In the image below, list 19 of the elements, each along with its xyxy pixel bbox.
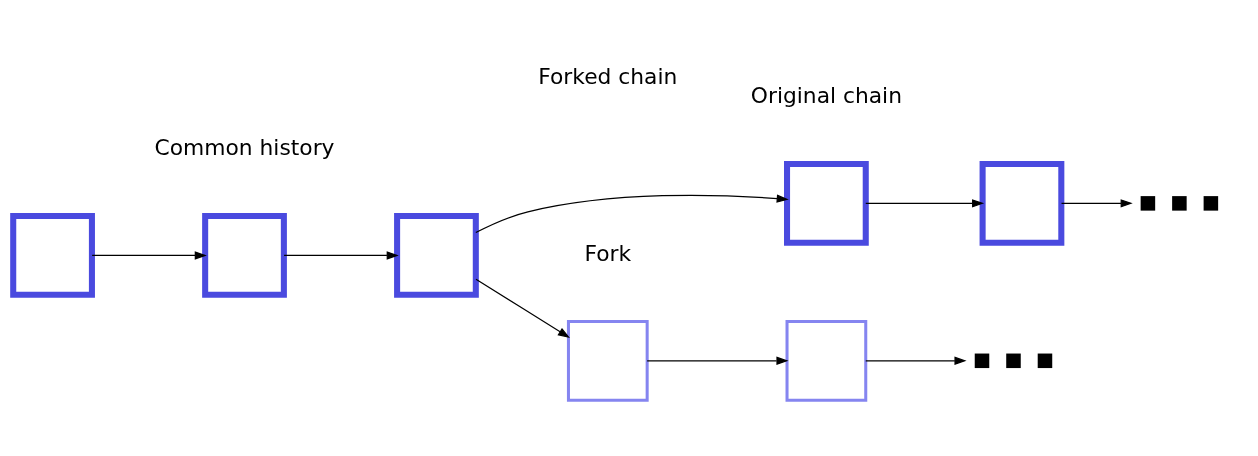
arrow	[1060, 198, 1133, 208]
node-box	[10, 212, 95, 298]
arrow	[475, 193, 789, 233]
label: Common history	[154, 134, 335, 160]
node-box	[784, 160, 869, 246]
arrow	[283, 250, 399, 260]
arrow	[475, 278, 570, 338]
label: Forked chain	[538, 63, 678, 89]
arrow	[865, 198, 985, 208]
node-box	[566, 319, 649, 402]
label: Fork	[584, 240, 632, 266]
label: Original chain	[750, 82, 902, 108]
arrow	[646, 356, 789, 365]
node-box	[785, 319, 868, 402]
node-box	[202, 212, 287, 298]
arrow	[91, 250, 207, 260]
node-box	[979, 160, 1065, 246]
arrow	[865, 356, 967, 365]
node-box	[394, 212, 479, 298]
